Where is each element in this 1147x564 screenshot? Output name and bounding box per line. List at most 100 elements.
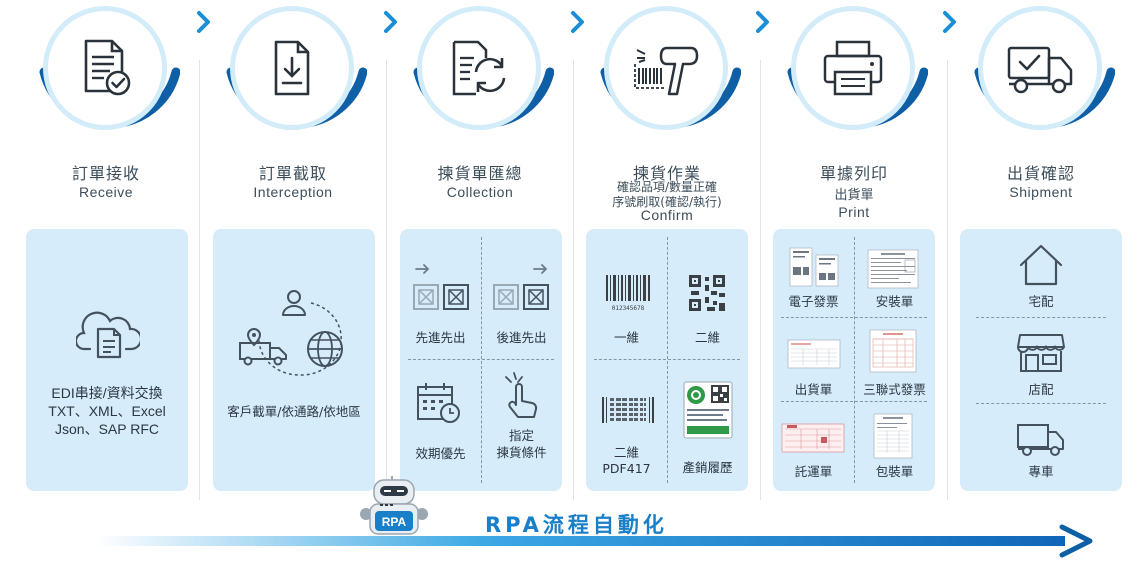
panel-confirm: 012345678 一維 二維 二維 PDF417 [586, 229, 748, 491]
chevron-right-icon [197, 11, 210, 33]
panel-text: 客戶截單/依通路/依地區 [227, 404, 361, 419]
house-icon [1019, 244, 1063, 286]
panel-cell-label: 二維 PDF417 [602, 445, 651, 476]
panel-print: 電子發票 安裝單 出貨單 三聯式發票 託運單 包裝單 [773, 229, 935, 491]
lifo-icon [493, 264, 549, 310]
divider [199, 60, 200, 500]
pdf417-icon [602, 397, 654, 423]
robot-mascot-icon: RPA [360, 476, 428, 535]
cell-divider [976, 403, 1106, 404]
step-title: 訂單接收 [71, 164, 140, 183]
panel-cell-label: 店配 [1028, 382, 1054, 397]
robot-label: RPA [382, 515, 407, 529]
panel-cell-label: 宅配 [1028, 294, 1054, 309]
flow-label: RPA流程自動化 [485, 513, 668, 537]
step-subtitle: Shipment [1009, 184, 1073, 200]
chevron-right-icon [384, 11, 397, 33]
cell-divider [854, 237, 855, 483]
step-title: 出貨確認 [1006, 164, 1075, 183]
barcode-scanner-icon [634, 46, 699, 96]
step-title: 揀貨單匯總 [437, 164, 523, 183]
flow-arrow-bar [95, 536, 1065, 546]
step-print: 單據列印 出貨單 Print [761, 0, 947, 500]
cell-divider [408, 359, 554, 360]
cloud-document-icon [76, 311, 140, 359]
step-subtitle-cn: 確認品項/數量正確 [616, 180, 718, 194]
arrow-head-icon [1059, 524, 1093, 558]
step-subtitle: Receive [78, 184, 134, 200]
step-icon-wrap [230, 6, 354, 130]
panel-cell-label: 先進先出 [415, 330, 466, 345]
panel-collection: 先進先出 後進先出 效期優先 指定 揀貨條件 [400, 229, 562, 491]
panel-cell-label: 二維 [694, 330, 720, 345]
step-confirm: 揀貨作業 確認品項/數量正確 序號刷取(確認/執行) Confirm [574, 0, 760, 500]
triplicate-invoice-thumbnail [869, 329, 917, 373]
divider [386, 60, 387, 500]
order-check-icon [84, 39, 131, 96]
cell-divider [667, 237, 668, 483]
divider [947, 60, 948, 500]
e-invoice-thumbnail [789, 247, 839, 287]
step-shipment: 出貨確認 Shipment [948, 0, 1134, 500]
step-title: 揀貨作業 [632, 164, 701, 183]
panel-text: TXT、XML、Excel [48, 403, 166, 419]
step-subtitle-cn: 出貨單 [834, 188, 874, 203]
packing-list-thumbnail [873, 413, 913, 459]
chevron-right-icon [571, 11, 584, 33]
cell-divider [781, 401, 927, 402]
step-subtitle: Interception [253, 184, 333, 200]
truck-location-icon [239, 327, 287, 366]
panel-cell-label: 出貨單 [794, 382, 833, 397]
step-icon-wrap [604, 6, 728, 130]
panel-cell-label: 產銷履歷 [682, 460, 733, 475]
step-title: 訂單截取 [258, 164, 327, 183]
cell-divider [976, 317, 1106, 318]
cell-divider [481, 237, 482, 483]
document-refresh-icon [452, 40, 506, 96]
panel-receive: EDI串接/資料交換 TXT、XML、Excel Json、SAP RFC [26, 229, 188, 491]
step-subtitle: Confirm [640, 207, 694, 223]
divider [573, 60, 574, 500]
panel-cell-label: 效期優先 [415, 446, 466, 461]
printer-icon [823, 40, 883, 96]
store-icon [1017, 334, 1065, 372]
panel-interception: 客戶截單/依通路/依地區 [213, 229, 375, 491]
cell-divider [594, 359, 740, 360]
fifo-icon [413, 264, 469, 310]
waybill-thumbnail [781, 423, 845, 453]
step-icon-wrap [791, 6, 915, 130]
traceability-label-icon [683, 381, 733, 439]
download-file-icon [274, 40, 310, 96]
truck-check-icon [1007, 46, 1073, 94]
panel-cell-label: 一維 [613, 330, 639, 345]
step-interception: 訂單截取 Interception [200, 0, 386, 500]
step-title: 單據列印 [819, 164, 888, 183]
installation-form-thumbnail [867, 249, 919, 289]
step-icon-wrap [978, 6, 1102, 130]
barcode-number: 012345678 [612, 305, 645, 312]
panel-text: EDI串接/資料交換 [51, 385, 163, 401]
qr-code-icon [689, 275, 725, 311]
step-receive: 訂單接收 Receive [13, 0, 199, 500]
cell-divider [781, 317, 927, 318]
panel-cell-label: 後進先出 [496, 330, 547, 345]
calendar-clock-icon [417, 383, 460, 423]
panel-cell-label: 專車 [1028, 464, 1054, 479]
step-subtitle-cn: 序號刷取(確認/執行) [612, 195, 722, 209]
hand-pointer-icon [505, 372, 538, 418]
panel-cell-label: 三聯式發票 [863, 382, 926, 397]
chevron-right-icon [943, 11, 956, 33]
panel-text: Json、SAP RFC [55, 421, 159, 437]
user-icon [282, 290, 306, 316]
panel-cell-label: 指定 揀貨條件 [496, 428, 547, 460]
globe-icon [307, 331, 343, 367]
barcode-1d-icon: 012345678 [606, 275, 650, 312]
panel-shipment: 宅配 店配 專車 [960, 229, 1122, 491]
panel-cell-label: 託運單 [794, 464, 833, 479]
chevron-right-icon [756, 11, 769, 33]
step-icon-wrap [43, 6, 167, 130]
panel-cell-label: 電子發票 [788, 294, 839, 309]
step-icon-wrap [417, 6, 541, 130]
step-collection: 揀貨單匯總 Collection [387, 0, 573, 500]
step-subtitle: Print [838, 204, 870, 220]
